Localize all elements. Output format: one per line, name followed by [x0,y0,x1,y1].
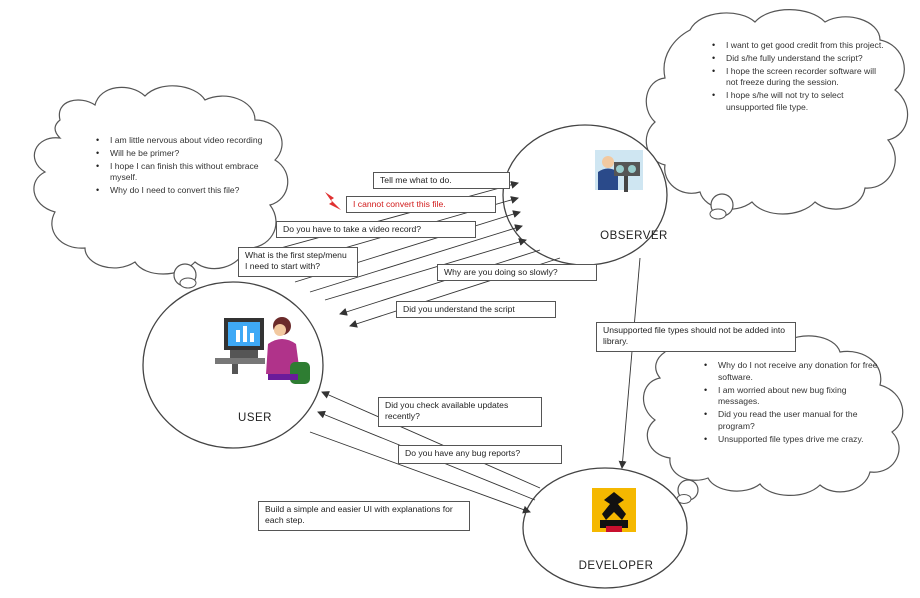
message-first-step: What is the first step/menu I need to st… [238,247,358,277]
alert-flash-icon [325,192,341,210]
user-thought-item: I hope I can finish this without embrace… [96,161,280,185]
user-computer-clipart-icon [215,317,310,384]
message-build-ui: Build a simple and easier UI with explan… [258,501,470,531]
user-thought-item: Will he be primer? [96,148,280,160]
observer-clipart-icon [595,150,643,192]
user-label: USER [238,412,272,424]
developer-thought-item: I am worried about new bug fixing messag… [704,385,883,409]
developer-clipart-icon [592,488,636,532]
observer-thought-list: I want to get good credit from this proj… [708,40,884,115]
developer-thought-item: Unsupported file types drive me crazy. [704,434,883,446]
message-check-updates: Did you check available updates recently… [378,397,542,427]
observer-thought-item: I want to get good credit from this proj… [712,40,884,52]
message-unsupported-library: Unsupported file types should not be add… [596,322,796,352]
observer-thought-item: Did s/he fully understand the script? [712,53,884,65]
message-understand-script: Did you understand the script [396,301,556,318]
user-thought-item: Why do I need to convert this file? [96,185,280,197]
observer-node [502,124,668,266]
developer-thought-list: Why do I not receive any donation for fr… [700,360,883,447]
developer-thought-item: Did you read the user manual for the pro… [704,409,883,433]
message-tell-me: Tell me what to do. [373,172,510,189]
message-cannot-convert: I cannot convert this file. [346,196,496,213]
developer-label: DEVELOPER [578,560,654,572]
observer-thought-item: I hope s/he will not try to select unsup… [712,90,884,114]
message-so-slowly: Why are you doing so slowly? [437,264,597,281]
observer-label: OBSERVER [600,230,668,242]
message-video-record: Do you have to take a video record? [276,221,476,238]
observer-thought-bubble-small [709,208,727,220]
user-thought-list: I am little nervous about video recordin… [92,135,280,198]
observer-thought-item: I hope the screen recorder software will… [712,66,884,90]
user-thought-item: I am little nervous about video recordin… [96,135,280,147]
developer-thought-item: Why do I not receive any donation for fr… [704,360,883,384]
message-bug-reports: Do you have any bug reports? [398,445,562,464]
user-thought-bubble-small [179,277,197,289]
